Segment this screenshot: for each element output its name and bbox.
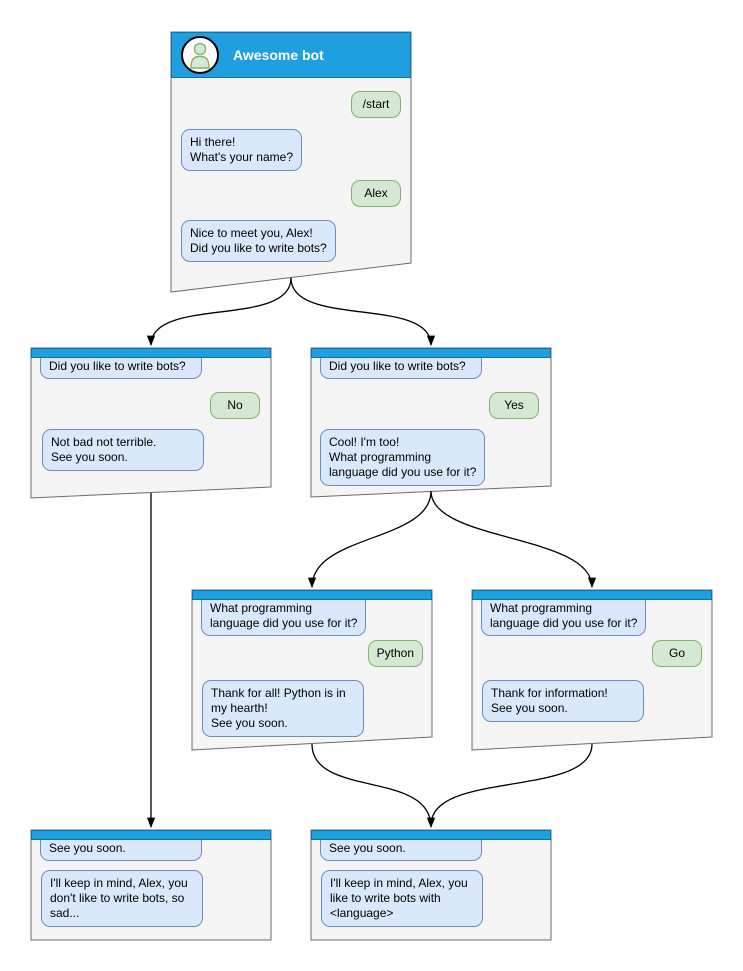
person-icon <box>190 42 210 69</box>
bot-message-bubble[interactable]: Did you like to write bots? <box>40 358 202 379</box>
user-message-bubble[interactable]: Go <box>652 640 702 667</box>
avatar <box>181 36 219 74</box>
user-message-bubble[interactable]: Yes <box>489 392 539 419</box>
node-branch-yes-titlebar <box>311 348 551 358</box>
bot-message-bubble[interactable]: Nice to meet you, Alex! Did you like to … <box>181 220 336 262</box>
edge-root-branch-yes[interactable] <box>290 277 436 347</box>
node-root[interactable]: Awesome bot /start Hi there! What's your… <box>171 32 411 292</box>
node-branch-no-titlebar <box>31 348 271 358</box>
node-end-yes[interactable]: See you soon. I'll keep in mind, Alex, y… <box>311 830 551 940</box>
user-message-bubble[interactable]: No <box>210 392 260 419</box>
node-branch-no[interactable]: Did you like to write bots? No Not bad n… <box>31 348 271 498</box>
bot-message-bubble[interactable]: Hi there! What's your name? <box>181 129 303 171</box>
node-end-no[interactable]: See you soon. I'll keep in mind, Alex, y… <box>31 830 271 940</box>
node-lang-python[interactable]: What programming language did you use fo… <box>192 590 432 750</box>
node-end-yes-titlebar <box>311 830 551 840</box>
bot-message-bubble[interactable]: See you soon. <box>40 840 202 861</box>
edge-lang-python-end-yes[interactable] <box>311 743 436 829</box>
edge-root-branch-no[interactable] <box>146 277 292 347</box>
bot-message-bubble[interactable]: I'll keep in mind, Alex, you like to wri… <box>321 870 483 927</box>
node-lang-python-titlebar <box>192 590 432 600</box>
user-message-bubble[interactable]: Alex <box>351 180 401 207</box>
bot-message-bubble[interactable]: Did you like to write bots? <box>320 358 482 379</box>
bot-message-bubble[interactable]: Not bad not terrible. See you soon. <box>42 429 204 471</box>
node-root-title: Awesome bot <box>233 47 324 63</box>
user-message-bubble[interactable]: /start <box>351 91 401 118</box>
bot-message-bubble[interactable]: See you soon. <box>320 840 482 861</box>
bot-message-bubble[interactable]: I'll keep in mind, Alex, you don't like … <box>41 870 203 927</box>
edge-branch-yes-lang-go[interactable] <box>430 490 597 589</box>
node-root-titlebar: Awesome bot <box>171 32 411 78</box>
edge-branch-yes-lang-python[interactable] <box>307 490 432 589</box>
user-message-bubble[interactable]: Python <box>367 640 423 667</box>
node-branch-yes[interactable]: Did you like to write bots? Yes Cool! I'… <box>311 348 551 497</box>
bot-message-bubble[interactable]: What programming language did you use fo… <box>201 600 367 636</box>
node-lang-go-titlebar <box>472 590 712 600</box>
node-end-no-titlebar <box>31 830 271 840</box>
edge-lang-go-end-yes[interactable] <box>430 743 593 826</box>
bot-message-bubble[interactable]: Thank for information! See you soon. <box>482 680 644 722</box>
bot-message-bubble[interactable]: Thank for all! Python is in my hearth! S… <box>202 680 364 737</box>
bot-message-bubble[interactable]: Cool! I'm too! What programming language… <box>320 429 486 486</box>
node-lang-go[interactable]: What programming language did you use fo… <box>472 590 712 750</box>
bot-message-bubble[interactable]: What programming language did you use fo… <box>481 600 647 636</box>
